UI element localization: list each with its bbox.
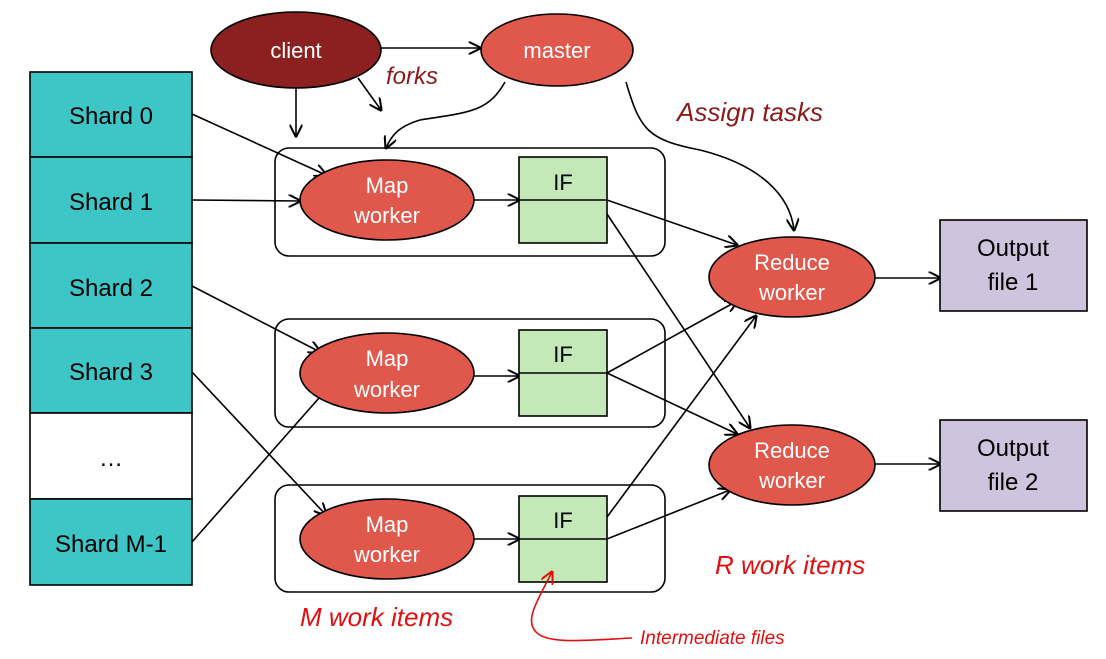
if-box-2: IF [518, 329, 608, 417]
assign-tasks-annotation: Assign tasks [675, 97, 823, 127]
if-label-1: IF [553, 170, 573, 195]
shard-3 [29, 327, 193, 414]
shard-m-1-label: Shard M-1 [55, 531, 167, 558]
shard-0 [29, 71, 193, 158]
if-label-3: IF [553, 508, 573, 533]
map-worker-3-line-1: Map [366, 512, 409, 537]
shard-1 [29, 156, 193, 244]
output-file-2-line-1: Output [977, 435, 1049, 462]
reduce-worker-2-line-2: worker [758, 468, 825, 493]
output-file-1: Output file 1 [939, 219, 1088, 312]
shard-2-label: Shard 2 [69, 275, 153, 302]
shard-column: Shard 0 Shard 1 Shard 2 Shard 3 … Shard … [29, 71, 193, 586]
map-group-1 [274, 147, 666, 257]
if-box-3: IF [518, 495, 608, 583]
map-worker-1-line-1: Map [366, 173, 409, 198]
arrows [191, 48, 940, 542]
shard-3-label: Shard 3 [69, 359, 153, 386]
output-file-2: Output file 2 [939, 419, 1088, 512]
intermediate-files-pointer [530, 572, 633, 642]
map-group-2 [274, 318, 666, 428]
map-worker-2-line-1: Map [366, 346, 409, 371]
reduce-worker-1-line-2: worker [758, 280, 825, 305]
map-worker-2-line-2: worker [353, 377, 420, 402]
map-group-3 [274, 484, 666, 593]
if-label-2: IF [553, 342, 573, 367]
map-worker-3: Map worker [299, 498, 475, 580]
shard-0-label: Shard 0 [69, 103, 153, 130]
shard-ellipsis-label: … [99, 445, 123, 472]
if-box-1: IF [518, 156, 608, 244]
intermediate-files-annotation: Intermediate files [640, 628, 785, 649]
master-label: master [523, 38, 590, 63]
reduce-worker-1: Reduce worker [708, 236, 876, 318]
output-file-2-line-2: file 2 [988, 469, 1039, 496]
shard-2 [29, 242, 193, 329]
client-label: client [270, 38, 321, 63]
forks-annotation: forks [386, 63, 438, 90]
client-node [210, 11, 382, 89]
reduce-worker-1-line-1: Reduce [754, 250, 830, 275]
shard-1-label: Shard 1 [69, 189, 153, 216]
output-file-1-line-1: Output [977, 235, 1049, 262]
map-worker-1: Map worker [299, 159, 475, 241]
reduce-worker-2-line-1: Reduce [754, 438, 830, 463]
r-work-items-annotation: R work items [715, 550, 865, 580]
map-worker-1-line-2: worker [353, 203, 420, 228]
reduce-worker-2: Reduce worker [708, 424, 876, 506]
master-node [480, 13, 634, 87]
map-worker-3-line-2: worker [353, 542, 420, 567]
map-worker-2: Map worker [299, 332, 475, 414]
output-file-1-line-2: file 1 [988, 269, 1039, 296]
shard-m-1 [29, 498, 193, 586]
m-work-items-annotation: M work items [300, 602, 453, 632]
